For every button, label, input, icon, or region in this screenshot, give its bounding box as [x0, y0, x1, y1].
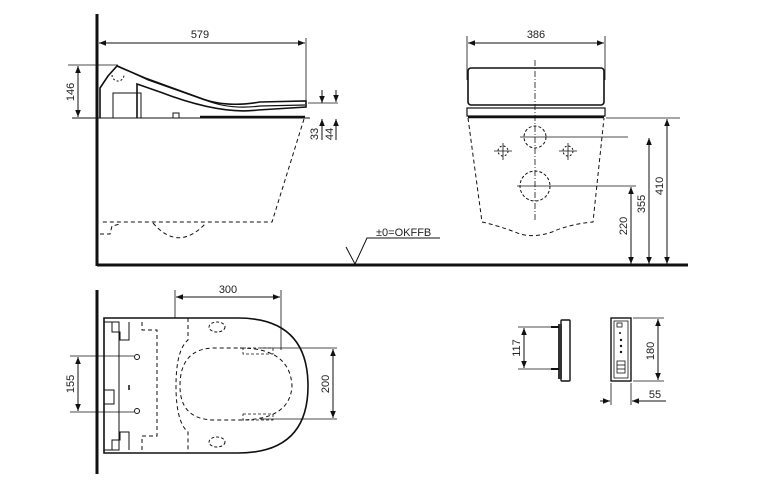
- dim-label-remote-depth: 55: [649, 389, 661, 401]
- side-view: 579 146 33 44 ±0=OKFFB: [65, 14, 688, 267]
- bowl-opening-hidden: [179, 347, 293, 421]
- seat-lid-profile: [99, 65, 307, 118]
- dim-label-bracket-spacing: 117: [511, 339, 523, 357]
- remote-side-view: [560, 319, 571, 382]
- dim-label-seat-height: 146: [65, 83, 77, 101]
- bowl-hidden-outline: [100, 118, 305, 223]
- dim-label-bolt-spacing: 155: [65, 375, 77, 393]
- top-view: 300 155 200: [65, 284, 337, 474]
- dim-label-overall-height: 410: [654, 177, 666, 195]
- bowl-front-hidden-outline: [467, 117, 605, 237]
- dim-label-opening-width: 200: [320, 375, 332, 393]
- dim-label-depth: 579: [191, 29, 209, 41]
- seat-lid-front: [467, 67, 605, 106]
- dim-label-width: 386: [527, 29, 545, 41]
- remote-control: 117 180 55: [511, 317, 666, 405]
- floor-reference-symbol: [345, 237, 440, 266]
- dim-label-remote-height: 180: [645, 342, 657, 360]
- front-view: 386 220 355 410: [466, 29, 680, 264]
- dim-label-rim-a: 33: [309, 128, 321, 140]
- bowl-top-outline: [103, 317, 309, 454]
- dim-label-fixing-to-bowl: 300: [219, 284, 237, 296]
- floor-reference-label: ±0=OKFFB: [376, 227, 431, 239]
- remote-front-view: [610, 317, 632, 382]
- dim-label-inlet-height: 355: [636, 195, 648, 213]
- dim-label-rim-b: 44: [324, 128, 336, 140]
- dim-label-outlet-height: 220: [618, 217, 630, 235]
